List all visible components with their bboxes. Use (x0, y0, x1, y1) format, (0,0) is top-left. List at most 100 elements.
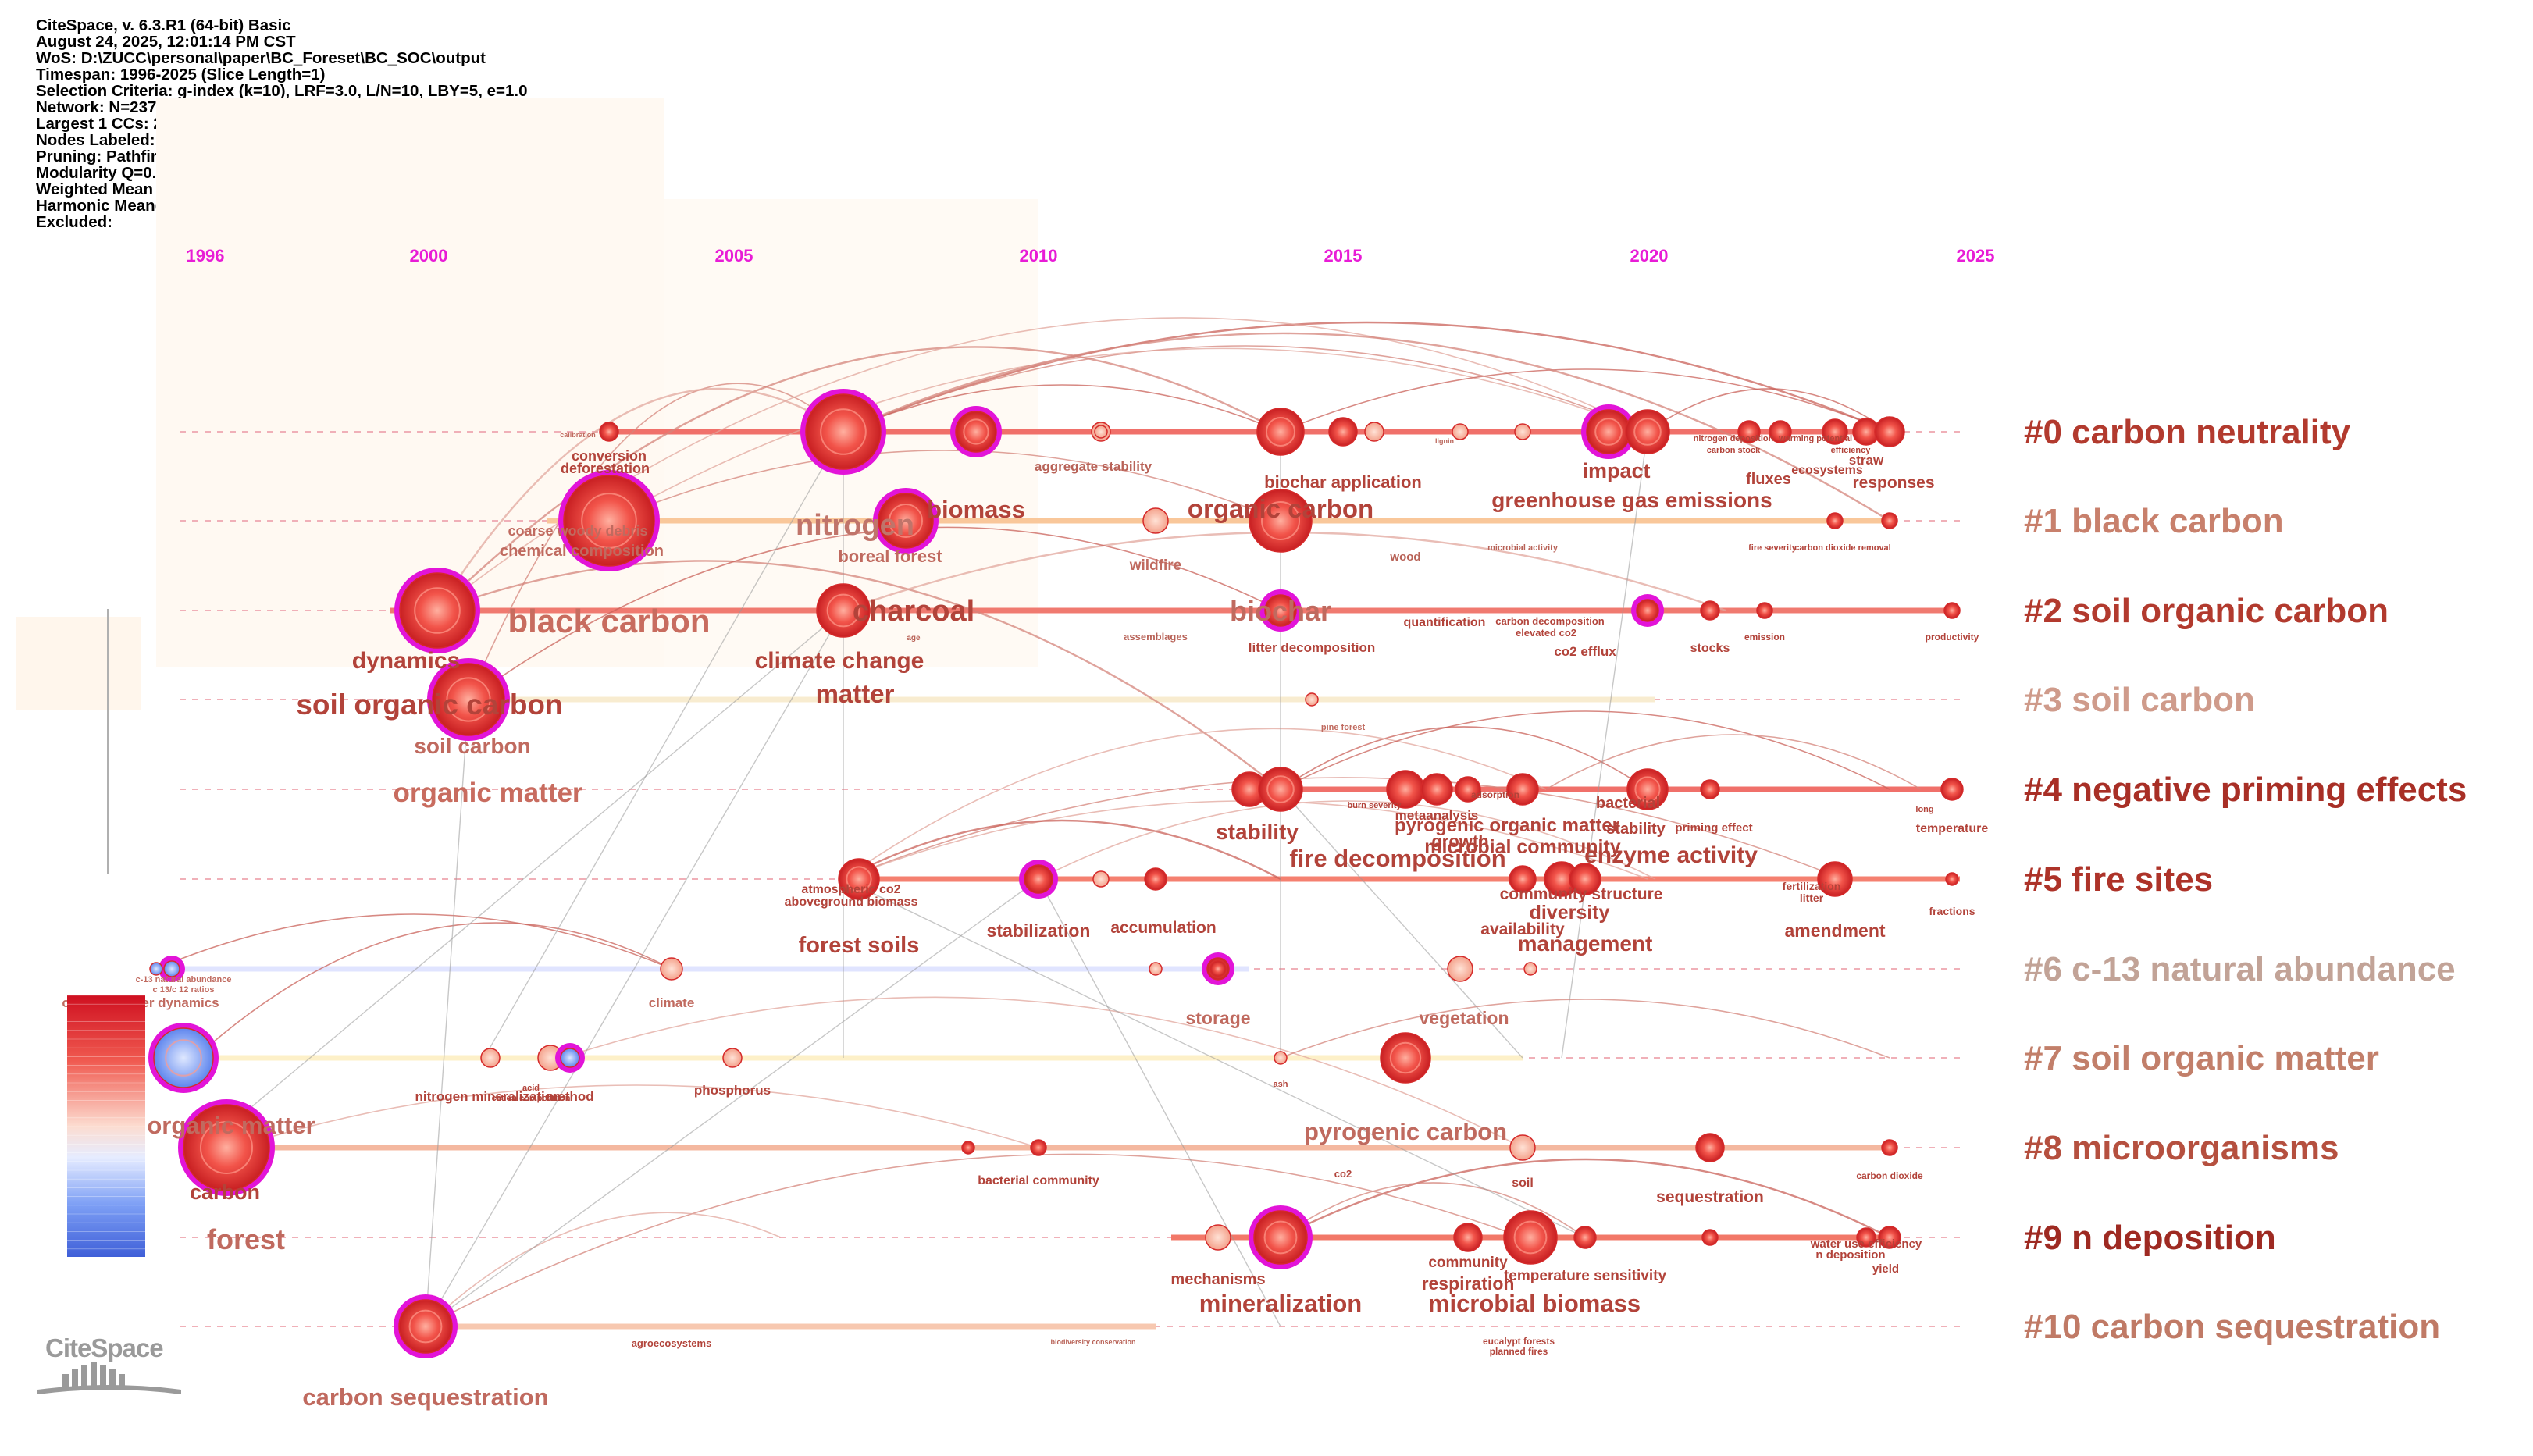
keyword-node[interactable] (1569, 863, 1601, 895)
keyword-node[interactable] (183, 1104, 270, 1191)
keyword-label: water use efficiency (1810, 1237, 1922, 1251)
keyword-label: greenhouse gas emissions (1491, 488, 1772, 512)
keyword-node[interactable] (1092, 870, 1110, 888)
info-line: Nodes Labeled: 1.0% (36, 131, 197, 149)
keyword-node[interactable] (1769, 420, 1792, 443)
keyword-node[interactable] (1700, 600, 1720, 621)
keyword-node[interactable] (1256, 408, 1305, 456)
keyword-node[interactable] (1817, 861, 1853, 897)
keyword-label: climate (649, 995, 695, 1010)
keyword-node[interactable] (1503, 1210, 1558, 1265)
keyword-node[interactable] (1636, 599, 1659, 622)
keyword-node[interactable] (1209, 960, 1227, 977)
keyword-node[interactable] (1258, 767, 1303, 812)
keyword-node[interactable] (163, 960, 180, 977)
keyword-node[interactable] (1700, 779, 1720, 799)
info-line: Timespan: 1996-2025 (Slice Length=1) (36, 66, 326, 84)
keyword-node[interactable] (1264, 594, 1297, 627)
info-line: Pruning: Pathfinder (36, 148, 186, 166)
keyword-label: boreal forest (838, 546, 942, 566)
year-label: 2005 (715, 246, 753, 265)
keyword-label: coarse woody debris (508, 523, 647, 539)
keyword-node[interactable] (1024, 864, 1053, 894)
cluster-labels: #0 carbon neutrality#1 black carbon#2 so… (2024, 413, 2467, 1346)
keyword-node[interactable] (878, 493, 934, 549)
keyword-node[interactable] (660, 957, 683, 981)
keyword-node[interactable] (1625, 409, 1670, 454)
citation-arc (1545, 734, 1922, 790)
keyword-node[interactable] (399, 572, 476, 649)
keyword-node[interactable] (1380, 1032, 1431, 1084)
keyword-node[interactable] (1626, 768, 1669, 810)
keyword-node[interactable] (1253, 1210, 1308, 1265)
keyword-node[interactable] (1509, 865, 1537, 893)
node-ring (826, 593, 860, 628)
keyword-node[interactable] (1447, 956, 1473, 982)
keyword-node[interactable] (1573, 1226, 1597, 1249)
keyword-label: respiration (1422, 1273, 1515, 1294)
keyword-node[interactable] (961, 1141, 975, 1155)
keyword-node[interactable] (432, 663, 505, 736)
keyword-node[interactable] (722, 1048, 743, 1068)
citation-arc (843, 332, 1890, 522)
keyword-node[interactable] (805, 393, 882, 470)
keyword-node[interactable] (398, 1299, 453, 1354)
keyword-node[interactable] (1328, 417, 1358, 447)
keyword-node[interactable] (149, 962, 163, 976)
node-ring (408, 1309, 443, 1344)
keyword-node[interactable] (1506, 773, 1539, 806)
keyword-node[interactable] (1452, 423, 1469, 440)
keyword-node[interactable] (1856, 1227, 1876, 1248)
keyword-node[interactable] (1030, 1139, 1047, 1156)
keyword-node[interactable] (1737, 420, 1761, 443)
keyword-node[interactable] (1455, 776, 1481, 803)
keyword-node[interactable] (1142, 507, 1169, 534)
keyword-node[interactable] (1881, 512, 1898, 529)
keyword-label: straw (1849, 453, 1884, 468)
keyword-node[interactable] (153, 1027, 214, 1088)
keyword-node[interactable] (1144, 867, 1167, 891)
keyword-node[interactable] (1586, 409, 1631, 454)
keyword-label: biochar application (1264, 472, 1422, 492)
keyword-node[interactable] (1305, 692, 1319, 707)
keyword-node[interactable] (1701, 1229, 1719, 1246)
keyword-node[interactable] (1249, 489, 1313, 553)
keyword-node[interactable] (599, 422, 619, 442)
keyword-node[interactable] (1756, 602, 1773, 619)
keyword-node[interactable] (1881, 1139, 1898, 1156)
node-ring (1634, 776, 1661, 803)
keyword-node[interactable] (1149, 962, 1163, 976)
keyword-node[interactable] (560, 1048, 580, 1068)
keyword-node[interactable] (563, 475, 655, 567)
keyword-node[interactable] (1945, 872, 1959, 886)
citation-arc (1280, 999, 1890, 1059)
keyword-node[interactable] (1205, 1224, 1231, 1251)
keyword-node[interactable] (1695, 1133, 1725, 1162)
keyword-node[interactable] (1826, 512, 1844, 529)
keyword-node[interactable] (1420, 773, 1453, 806)
keyword-node[interactable] (1274, 1051, 1288, 1065)
year-label: 1996 (187, 246, 225, 265)
keyword-node[interactable] (838, 858, 880, 900)
keyword-label: agroecosystems (632, 1337, 712, 1349)
node-ring (1389, 1041, 1422, 1074)
citation-arc (425, 1212, 782, 1327)
keyword-node[interactable] (1094, 425, 1108, 439)
keyword-node[interactable] (1940, 778, 1964, 801)
keyword-node[interactable] (816, 583, 871, 638)
keyword-node[interactable] (1943, 602, 1961, 619)
keyword-node[interactable] (1514, 423, 1531, 440)
keyword-label: cation composition (492, 1094, 571, 1103)
cluster-label: #10 carbon sequestration (2024, 1308, 2440, 1346)
keyword-node[interactable] (955, 411, 997, 453)
keyword-node[interactable] (1453, 1223, 1483, 1252)
keyword-node[interactable] (1523, 962, 1537, 976)
keyword-node[interactable] (1509, 1134, 1536, 1161)
keyword-node[interactable] (1822, 418, 1848, 445)
keyword-label: amendment (1784, 920, 1885, 941)
keyword-node[interactable] (1878, 1226, 1901, 1249)
keyword-label: calibration (560, 431, 596, 439)
keyword-node[interactable] (1364, 422, 1384, 442)
keyword-node[interactable] (1874, 416, 1905, 447)
keyword-node[interactable] (480, 1048, 501, 1068)
